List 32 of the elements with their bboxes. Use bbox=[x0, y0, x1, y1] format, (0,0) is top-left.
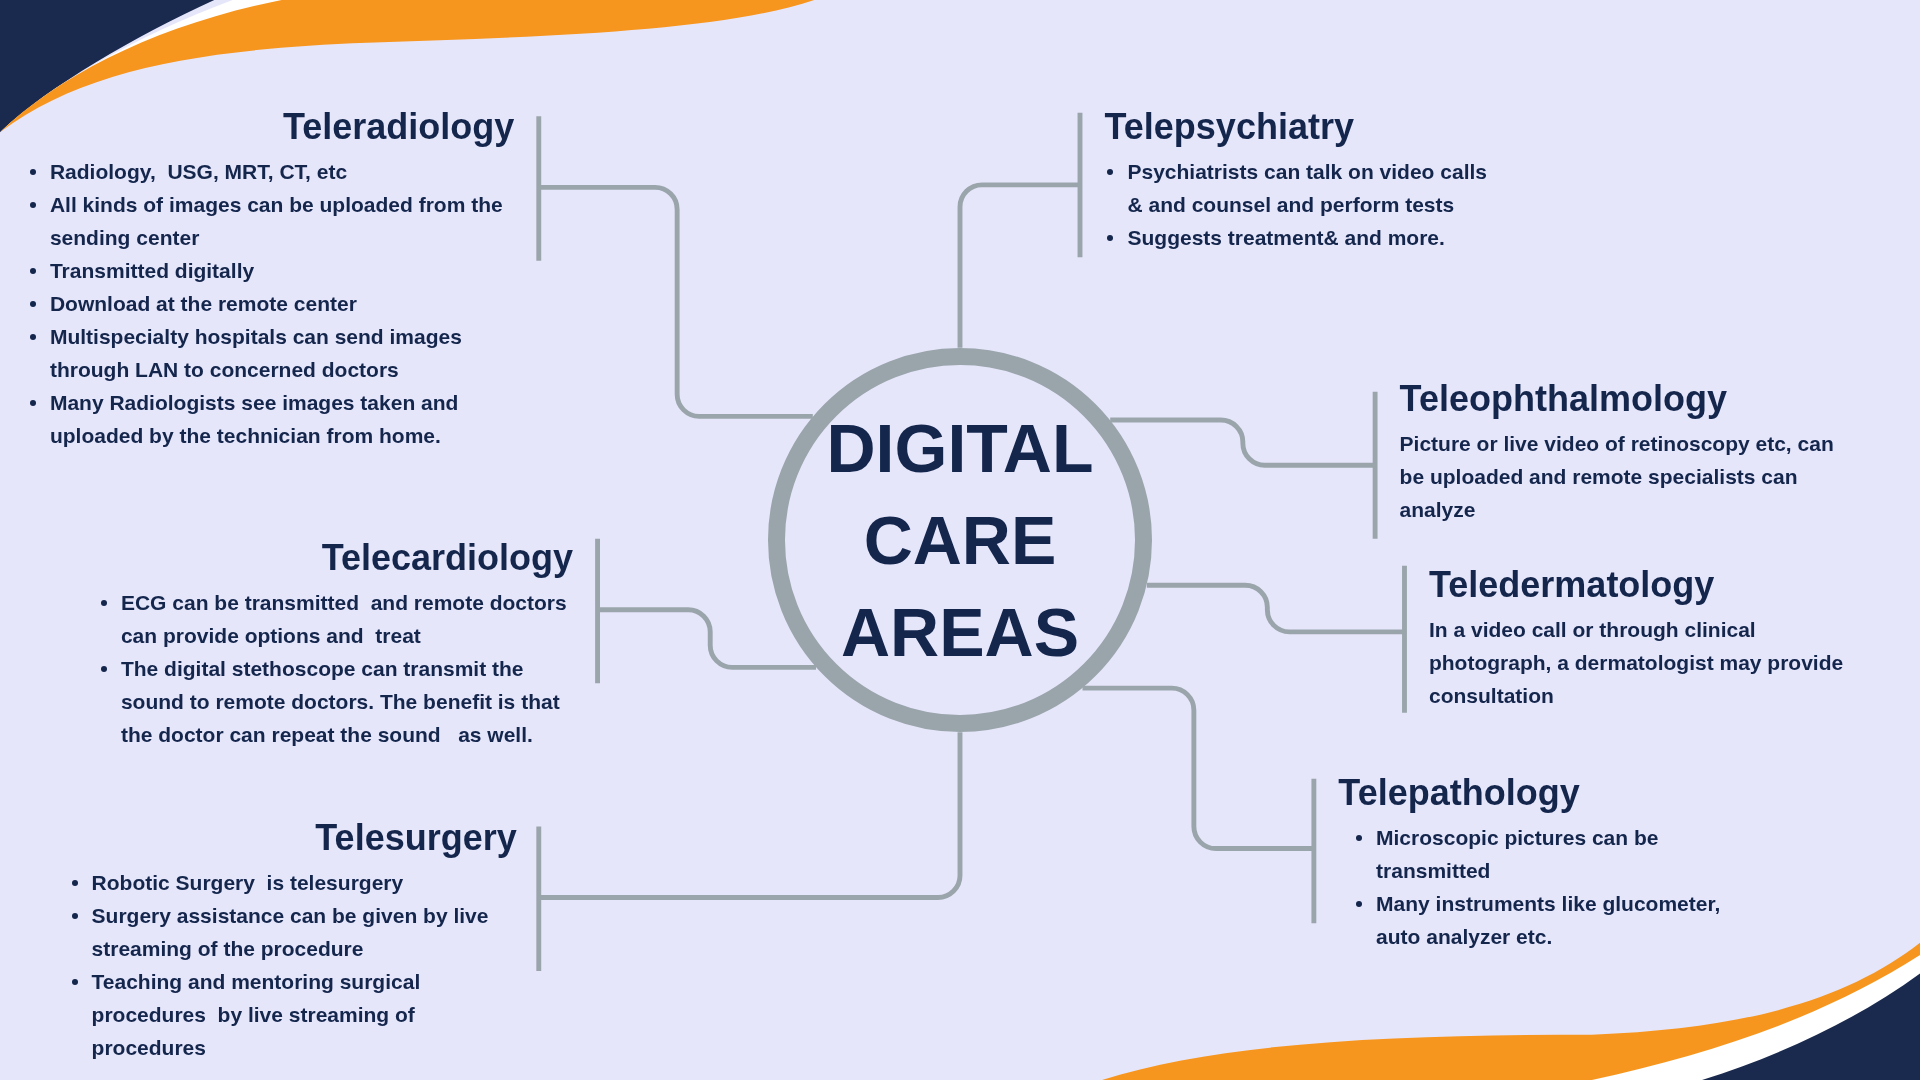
bullet-item: Transmitted digitally bbox=[26, 254, 515, 288]
bullet-item: Multispecialty hospitals can send images through LAN to concerned doctors bbox=[26, 320, 515, 387]
connector-line bbox=[1110, 417, 1376, 468]
connector-line bbox=[538, 184, 813, 419]
bullet-item: All kinds of images can be uploaded from the sending center bbox=[26, 188, 515, 255]
connector-line bbox=[538, 732, 963, 900]
bullet-item: Radiology, USG, MRT, CT, etc bbox=[26, 155, 515, 189]
bullet-item: Suggests treatment& and more. bbox=[1104, 221, 1503, 255]
connector-line bbox=[597, 607, 816, 670]
bullet-item: Teaching and mentoring surgical procedures by live streaming of procedures bbox=[68, 964, 517, 1064]
bullet-item: Many instruments like glucometer, auto analyzer etc. bbox=[1353, 887, 1767, 954]
topic-description: In a video call or through clinical photograph, a dermatologist may provide consultation bbox=[1428, 617, 1845, 710]
topic-heading: Telecardiology bbox=[320, 536, 574, 581]
connector-line bbox=[1146, 582, 1405, 635]
bullet-item: Surgery assistance can be given by live streaming of the procedure bbox=[68, 898, 517, 965]
topic-heading: Telesurgery bbox=[314, 815, 517, 860]
topic-heading: Telepsychiatry bbox=[1104, 105, 1355, 150]
bullet-item: Download at the remote center bbox=[26, 287, 515, 321]
center-title: DIGITAL CARE AREAS bbox=[825, 409, 1095, 672]
bullet-item: Psychiatrists can talk on video calls & and counsel and perform tests bbox=[1104, 155, 1503, 222]
bullet-item: The digital stethoscope can transmit the sound to remote doctors. The benefit is that the doctor can repeat the sound as well. bbox=[97, 652, 574, 752]
topic-heading: Teleradiology bbox=[281, 105, 515, 150]
topic-heading: Teledermatology bbox=[1428, 563, 1716, 608]
bullet-item: Many Radiologists see images taken and uploaded by the technician from home. bbox=[26, 386, 515, 453]
connector-line bbox=[1082, 685, 1314, 852]
topic-heading: Telepathology bbox=[1338, 771, 1581, 816]
bullet-item: ECG can be transmitted and remote doctors can provide options and treat bbox=[97, 586, 574, 653]
bullet-item: Robotic Surgery is telesurgery bbox=[68, 865, 517, 899]
connector-line bbox=[957, 182, 1080, 348]
topic-heading: Teleophthalmology bbox=[1399, 377, 1728, 422]
bullet-item: Microscopic pictures can be transmitted bbox=[1353, 821, 1767, 888]
topic-description: Picture or live video of retinoscopy etc, can be uploaded and remote specialists can analyze bbox=[1399, 431, 1835, 524]
